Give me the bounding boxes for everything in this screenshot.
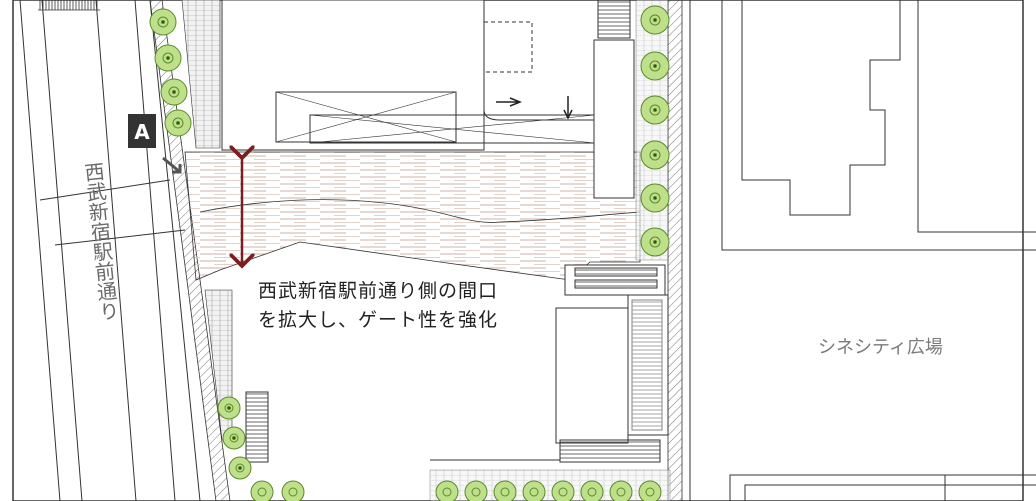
tree <box>640 140 670 170</box>
tree <box>551 480 575 501</box>
deck-curve <box>199 199 641 223</box>
plaza-label: シネシティ広場 <box>818 337 943 358</box>
tree <box>228 456 252 480</box>
tree <box>164 109 192 137</box>
right-hatched-curb <box>667 0 683 501</box>
tree <box>154 44 182 72</box>
tree <box>435 480 459 501</box>
tree <box>464 480 488 501</box>
callout-line-1: 西武新宿駅前通り側の間口 <box>258 280 499 302</box>
tree <box>640 5 670 35</box>
tree <box>640 51 670 81</box>
tree <box>640 227 670 257</box>
tree <box>217 396 241 420</box>
right-brick-strip <box>635 0 669 261</box>
left-brick-strip <box>181 0 221 149</box>
lower-building <box>245 264 669 463</box>
plaza-buildings <box>689 0 1036 501</box>
tree <box>222 426 246 450</box>
trees <box>149 5 670 501</box>
tree <box>493 480 517 501</box>
fence-ticks <box>38 0 100 11</box>
tree <box>640 183 670 213</box>
tree <box>160 78 188 106</box>
tree <box>281 480 305 501</box>
tree <box>580 480 604 501</box>
callout-line-2: を拡大し、ゲート性を強化 <box>258 309 499 331</box>
tree <box>640 95 670 125</box>
marker-label: A <box>134 120 150 144</box>
road-lines <box>19 0 201 501</box>
tree <box>638 480 662 501</box>
right-building <box>593 0 635 199</box>
traffic-arrows <box>496 96 573 120</box>
tree <box>522 480 546 501</box>
callout-text: 西武新宿駅前通り側の間口 を拡大し、ゲート性を強化 <box>258 277 558 335</box>
section-marker-a: A <box>128 114 156 148</box>
tree <box>149 8 177 36</box>
tree <box>609 480 633 501</box>
upper-building <box>221 0 596 151</box>
view-arrow-icon <box>162 156 182 174</box>
tree <box>250 480 274 501</box>
